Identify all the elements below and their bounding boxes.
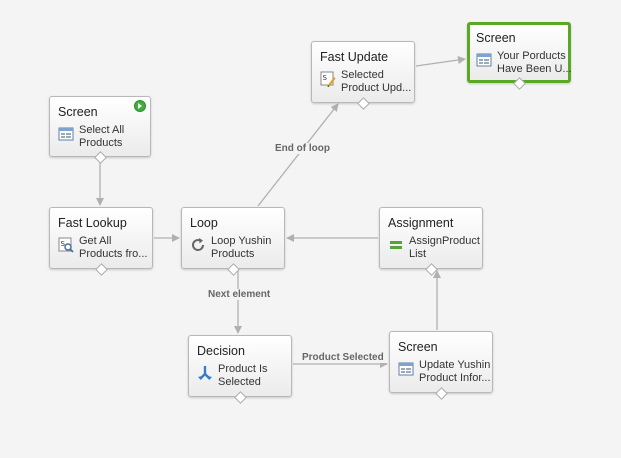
screen-icon: [58, 126, 74, 142]
node-label: Your Porducts Have Been U...: [497, 50, 572, 75]
node-type-title: Fast Lookup: [58, 216, 127, 230]
screen-icon: [398, 361, 414, 377]
fast-update-icon: S: [320, 71, 336, 87]
node-label: Get All Products fro...: [79, 235, 148, 260]
node-type-title: Decision: [197, 344, 245, 358]
fast-lookup-icon: S: [58, 237, 74, 253]
svg-text:S: S: [323, 74, 328, 82]
edge-label: Product Selected: [300, 352, 386, 363]
node-type-title: Screen: [398, 340, 438, 354]
node-type-title: Assignment: [388, 216, 454, 230]
edge-label: End of loop: [273, 143, 332, 154]
start-element-icon: [134, 100, 146, 112]
node-label: Product Is Selected: [218, 363, 268, 388]
edge-label: Next element: [206, 289, 273, 300]
node-label: Update Yushin Product Infor...: [419, 359, 491, 384]
node-type-title: Screen: [476, 31, 516, 45]
svg-text:S: S: [61, 240, 66, 248]
node-label: Selected Product Upd...: [341, 69, 412, 94]
edge-fast-update-to-screen-final[interactable]: [415, 56, 466, 67]
loop-icon: [190, 237, 206, 253]
node-type-title: Loop: [190, 216, 218, 230]
node-label: Loop Yushin Products: [211, 235, 272, 260]
node-type-title: Fast Update: [320, 50, 389, 64]
assignment-icon: [388, 237, 404, 253]
edge-loop-to-fast-update[interactable]: [257, 103, 339, 207]
decision-icon: [197, 365, 213, 381]
screen-icon: [476, 52, 492, 68]
node-type-title: Screen: [58, 105, 98, 119]
node-label: AssignProduct List: [409, 235, 480, 260]
node-label: Select All Products: [79, 124, 125, 149]
